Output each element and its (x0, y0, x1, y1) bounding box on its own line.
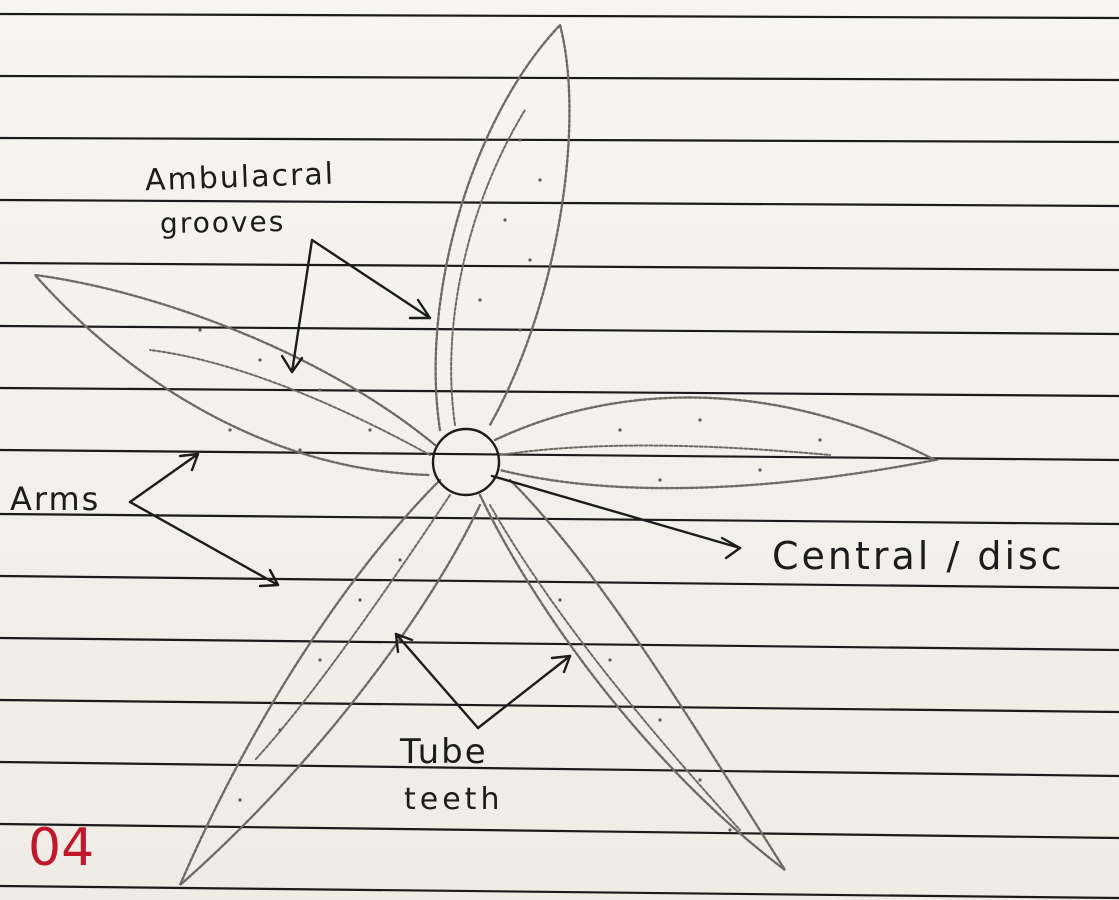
arm-lower-left-groove (255, 495, 450, 760)
arm-top-outline (436, 25, 570, 430)
ruled-lines (0, 14, 1119, 898)
label-grooves: grooves (160, 205, 286, 240)
arm-lower-right-outline (480, 480, 785, 870)
arrow-grooves-to-left-arm (292, 240, 312, 372)
central-disc-shape (433, 429, 499, 495)
label-arms: Arms (10, 480, 100, 518)
page-number: 04 (28, 818, 94, 878)
arm-left-outline (35, 275, 435, 475)
arm-lower-right-groove (490, 505, 740, 830)
arm-right-outline (495, 398, 935, 489)
label-tube: Tube (400, 732, 488, 772)
arrow-arms-to-left-arm (130, 454, 198, 502)
arrow-tube-to-lower-left-arm (396, 634, 478, 728)
arm-right-groove (500, 446, 830, 455)
stipple-texture (198, 138, 821, 831)
label-central-disc: Central / disc (772, 534, 1065, 578)
arrow-arms-to-lower-left-arm (130, 502, 278, 585)
label-teeth: teeth (404, 782, 503, 817)
arrow-tube-to-lower-right-arm (478, 656, 570, 728)
arrow-grooves-to-top-arm (312, 240, 430, 318)
arm-left-groove (150, 350, 430, 455)
arm-lower-left-outline (180, 480, 480, 885)
label-ambulacral: Ambulacral (144, 157, 335, 199)
